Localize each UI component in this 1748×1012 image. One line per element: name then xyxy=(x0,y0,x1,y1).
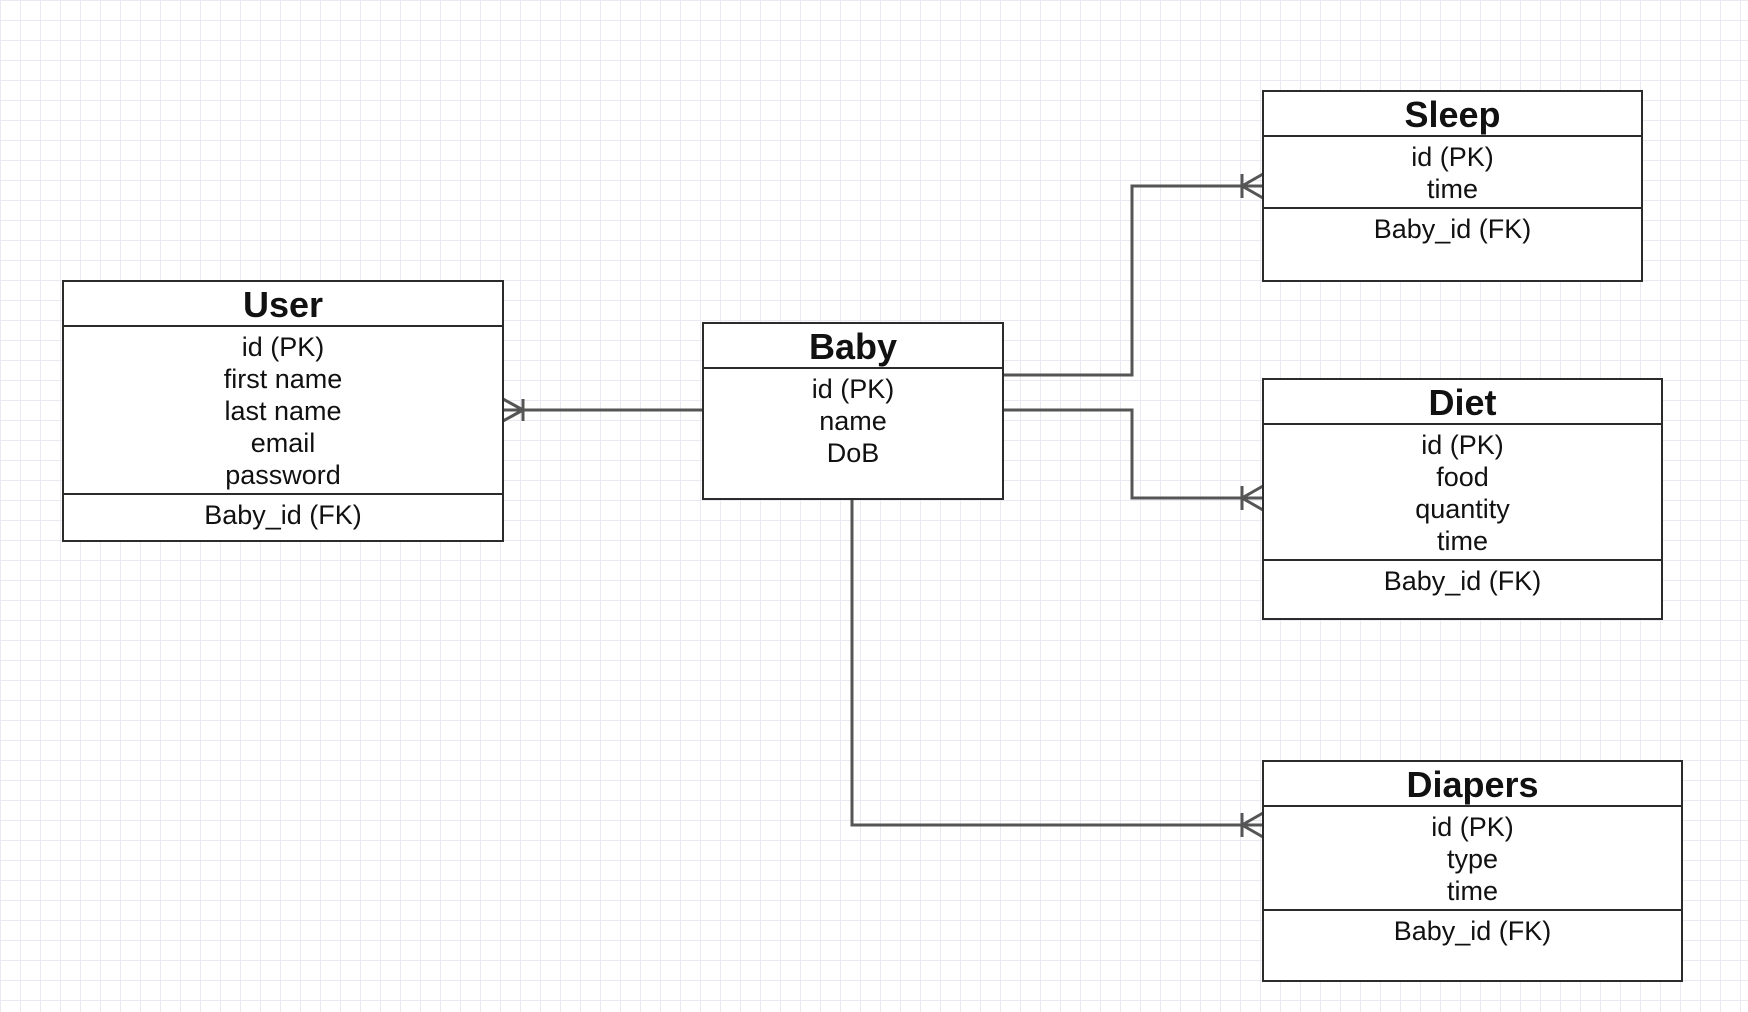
entity-diet-attributes: id (PK) food quantity time xyxy=(1264,425,1661,561)
attribute-baby-id-fk: Baby_id (FK) xyxy=(1373,214,1532,244)
connector-baby-diapers[interactable] xyxy=(850,499,1264,839)
crowfoot-upper xyxy=(1241,484,1264,500)
entity-sleep-attributes: id (PK) time xyxy=(1264,137,1641,209)
entity-user-title: User xyxy=(64,282,502,327)
entity-diet-title: Diet xyxy=(1264,380,1661,425)
attribute-food: food xyxy=(1436,462,1489,492)
attribute-email: email xyxy=(250,428,316,458)
entity-diapers-title: Diapers xyxy=(1264,762,1681,807)
attribute-baby-id-fk: Baby_id (FK) xyxy=(1393,916,1552,946)
attribute-time: time xyxy=(1446,876,1498,906)
attribute-baby-id-fk: Baby_id (FK) xyxy=(204,500,362,530)
attribute-dob: DoB xyxy=(826,438,880,468)
crowfoot-lower xyxy=(502,408,524,423)
entity-sleep-title: Sleep xyxy=(1264,92,1641,137)
crowfoot-lower xyxy=(1241,184,1264,200)
attribute-time: time xyxy=(1426,174,1478,204)
entity-user[interactable]: User id (PK) first name last name email … xyxy=(62,280,504,542)
attribute-password: password xyxy=(225,460,341,490)
entity-sleep[interactable]: Sleep id (PK) time Baby_id (FK) xyxy=(1262,90,1643,282)
crowfoot-lower xyxy=(1241,823,1264,839)
entity-diapers[interactable]: Diapers id (PK) type time Baby_id (FK) xyxy=(1262,760,1683,982)
entity-baby-title: Baby xyxy=(704,324,1002,369)
entity-baby-attributes: id (PK) name DoB xyxy=(704,369,1002,469)
entity-diapers-attributes: id (PK) type time xyxy=(1264,807,1681,911)
crowfoot-upper xyxy=(1241,811,1264,827)
attribute-baby-id-fk: Baby_id (FK) xyxy=(1383,566,1542,596)
crowfoot-upper xyxy=(502,397,524,412)
connector-baby-user[interactable] xyxy=(502,397,702,423)
entity-baby[interactable]: Baby id (PK) name DoB xyxy=(702,322,1004,500)
attribute-id: id (PK) xyxy=(1411,142,1494,172)
connector-baby-diet[interactable] xyxy=(1003,408,1264,512)
crowfoot-lower xyxy=(1241,496,1264,512)
attribute-id: id (PK) xyxy=(811,374,895,404)
entity-diet-foreign-keys: Baby_id (FK) xyxy=(1264,561,1661,597)
attribute-type: type xyxy=(1446,844,1499,874)
entity-diet[interactable]: Diet id (PK) food quantity time Baby_id … xyxy=(1262,378,1663,620)
crowfoot-upper xyxy=(1241,172,1264,188)
attribute-id: id (PK) xyxy=(1431,812,1514,842)
attribute-time: time xyxy=(1436,526,1488,556)
attribute-id: id (PK) xyxy=(241,332,325,362)
attribute-last-name: last name xyxy=(224,396,342,426)
entity-user-foreign-keys: Baby_id (FK) xyxy=(64,495,502,531)
entity-sleep-foreign-keys: Baby_id (FK) xyxy=(1264,209,1641,245)
entity-diapers-foreign-keys: Baby_id (FK) xyxy=(1264,911,1681,947)
attribute-id: id (PK) xyxy=(1421,430,1504,460)
attribute-quantity: quantity xyxy=(1415,494,1510,524)
attribute-first-name: first name xyxy=(223,364,343,394)
connector-baby-sleep[interactable] xyxy=(1003,172,1264,377)
attribute-name: name xyxy=(819,406,887,436)
entity-user-attributes: id (PK) first name last name email passw… xyxy=(64,327,502,495)
